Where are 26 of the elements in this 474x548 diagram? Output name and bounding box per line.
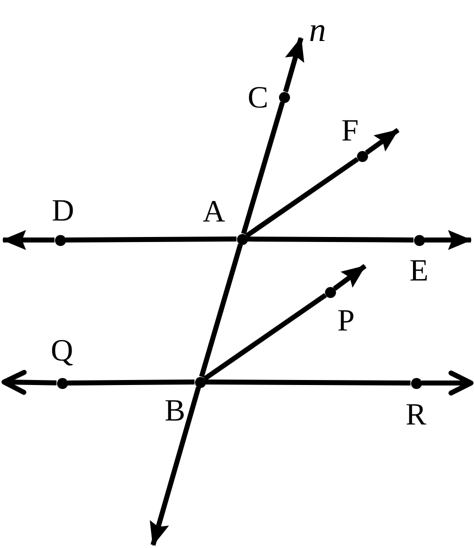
point-label: B: [164, 394, 186, 426]
arrow: [2, 230, 54, 250]
point-label: F: [341, 114, 359, 146]
arrow: [424, 230, 472, 250]
line-segment: [203, 293, 327, 381]
point-label: E: [410, 254, 428, 286]
arrow: [422, 370, 474, 396]
point-label: D: [52, 194, 74, 226]
line-segment: [199, 244, 243, 378]
line-label: n: [301, 14, 326, 48]
point-label: R: [406, 398, 426, 430]
line-segment: [65, 236, 237, 242]
point-label: C: [248, 82, 268, 112]
arrow: [332, 264, 366, 291]
arrow: [365, 128, 400, 155]
point-label: P: [337, 304, 355, 336]
point-label: Q: [50, 334, 74, 366]
arrow: [283, 37, 304, 92]
line-segment: [241, 102, 285, 234]
arrow: [150, 386, 201, 546]
arrow: [2, 370, 57, 395]
line-segment: [245, 157, 359, 238]
line-segment: [67, 380, 195, 386]
line-segment: [247, 236, 414, 242]
line-segment: [205, 380, 411, 386]
point-label: A: [202, 196, 226, 226]
